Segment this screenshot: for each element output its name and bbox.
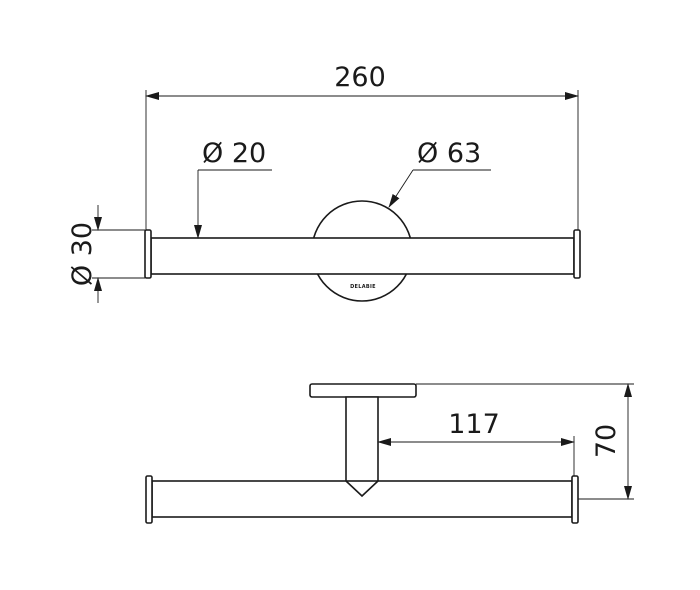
- front-bar: [150, 237, 575, 275]
- dimension-rosette-diameter: Ø 63: [388, 138, 491, 208]
- dimension-bar-diameter: Ø 20: [194, 138, 272, 239]
- front-view: DELABIE: [144, 200, 581, 302]
- side-view: [145, 383, 579, 524]
- front-left-end-cap: [144, 229, 152, 279]
- label-bar-diameter: Ø 20: [202, 138, 266, 169]
- side-wall-plate: [309, 383, 417, 398]
- side-bar: [151, 480, 573, 518]
- brand-logo: DELABIE: [350, 284, 376, 290]
- side-stem-tip: [345, 480, 379, 498]
- dimension-half-length: 117: [377, 409, 575, 476]
- side-left-end-cap: [145, 475, 153, 524]
- label-overall-length: 260: [334, 62, 386, 93]
- side-right-end-cap: [571, 475, 579, 524]
- leader-diagonal-d63: [388, 169, 414, 208]
- dimension-end-cap-diameter: Ø 30: [67, 205, 145, 303]
- label-half-length: 117: [448, 409, 500, 440]
- front-right-end-cap: [573, 229, 581, 279]
- dimension-projection: 70: [416, 383, 634, 500]
- label-end-cap-diameter: Ø 30: [67, 222, 98, 286]
- label-rosette-diameter: Ø 63: [417, 138, 481, 169]
- dimension-overall-length: 260: [145, 62, 579, 230]
- label-projection: 70: [591, 424, 622, 458]
